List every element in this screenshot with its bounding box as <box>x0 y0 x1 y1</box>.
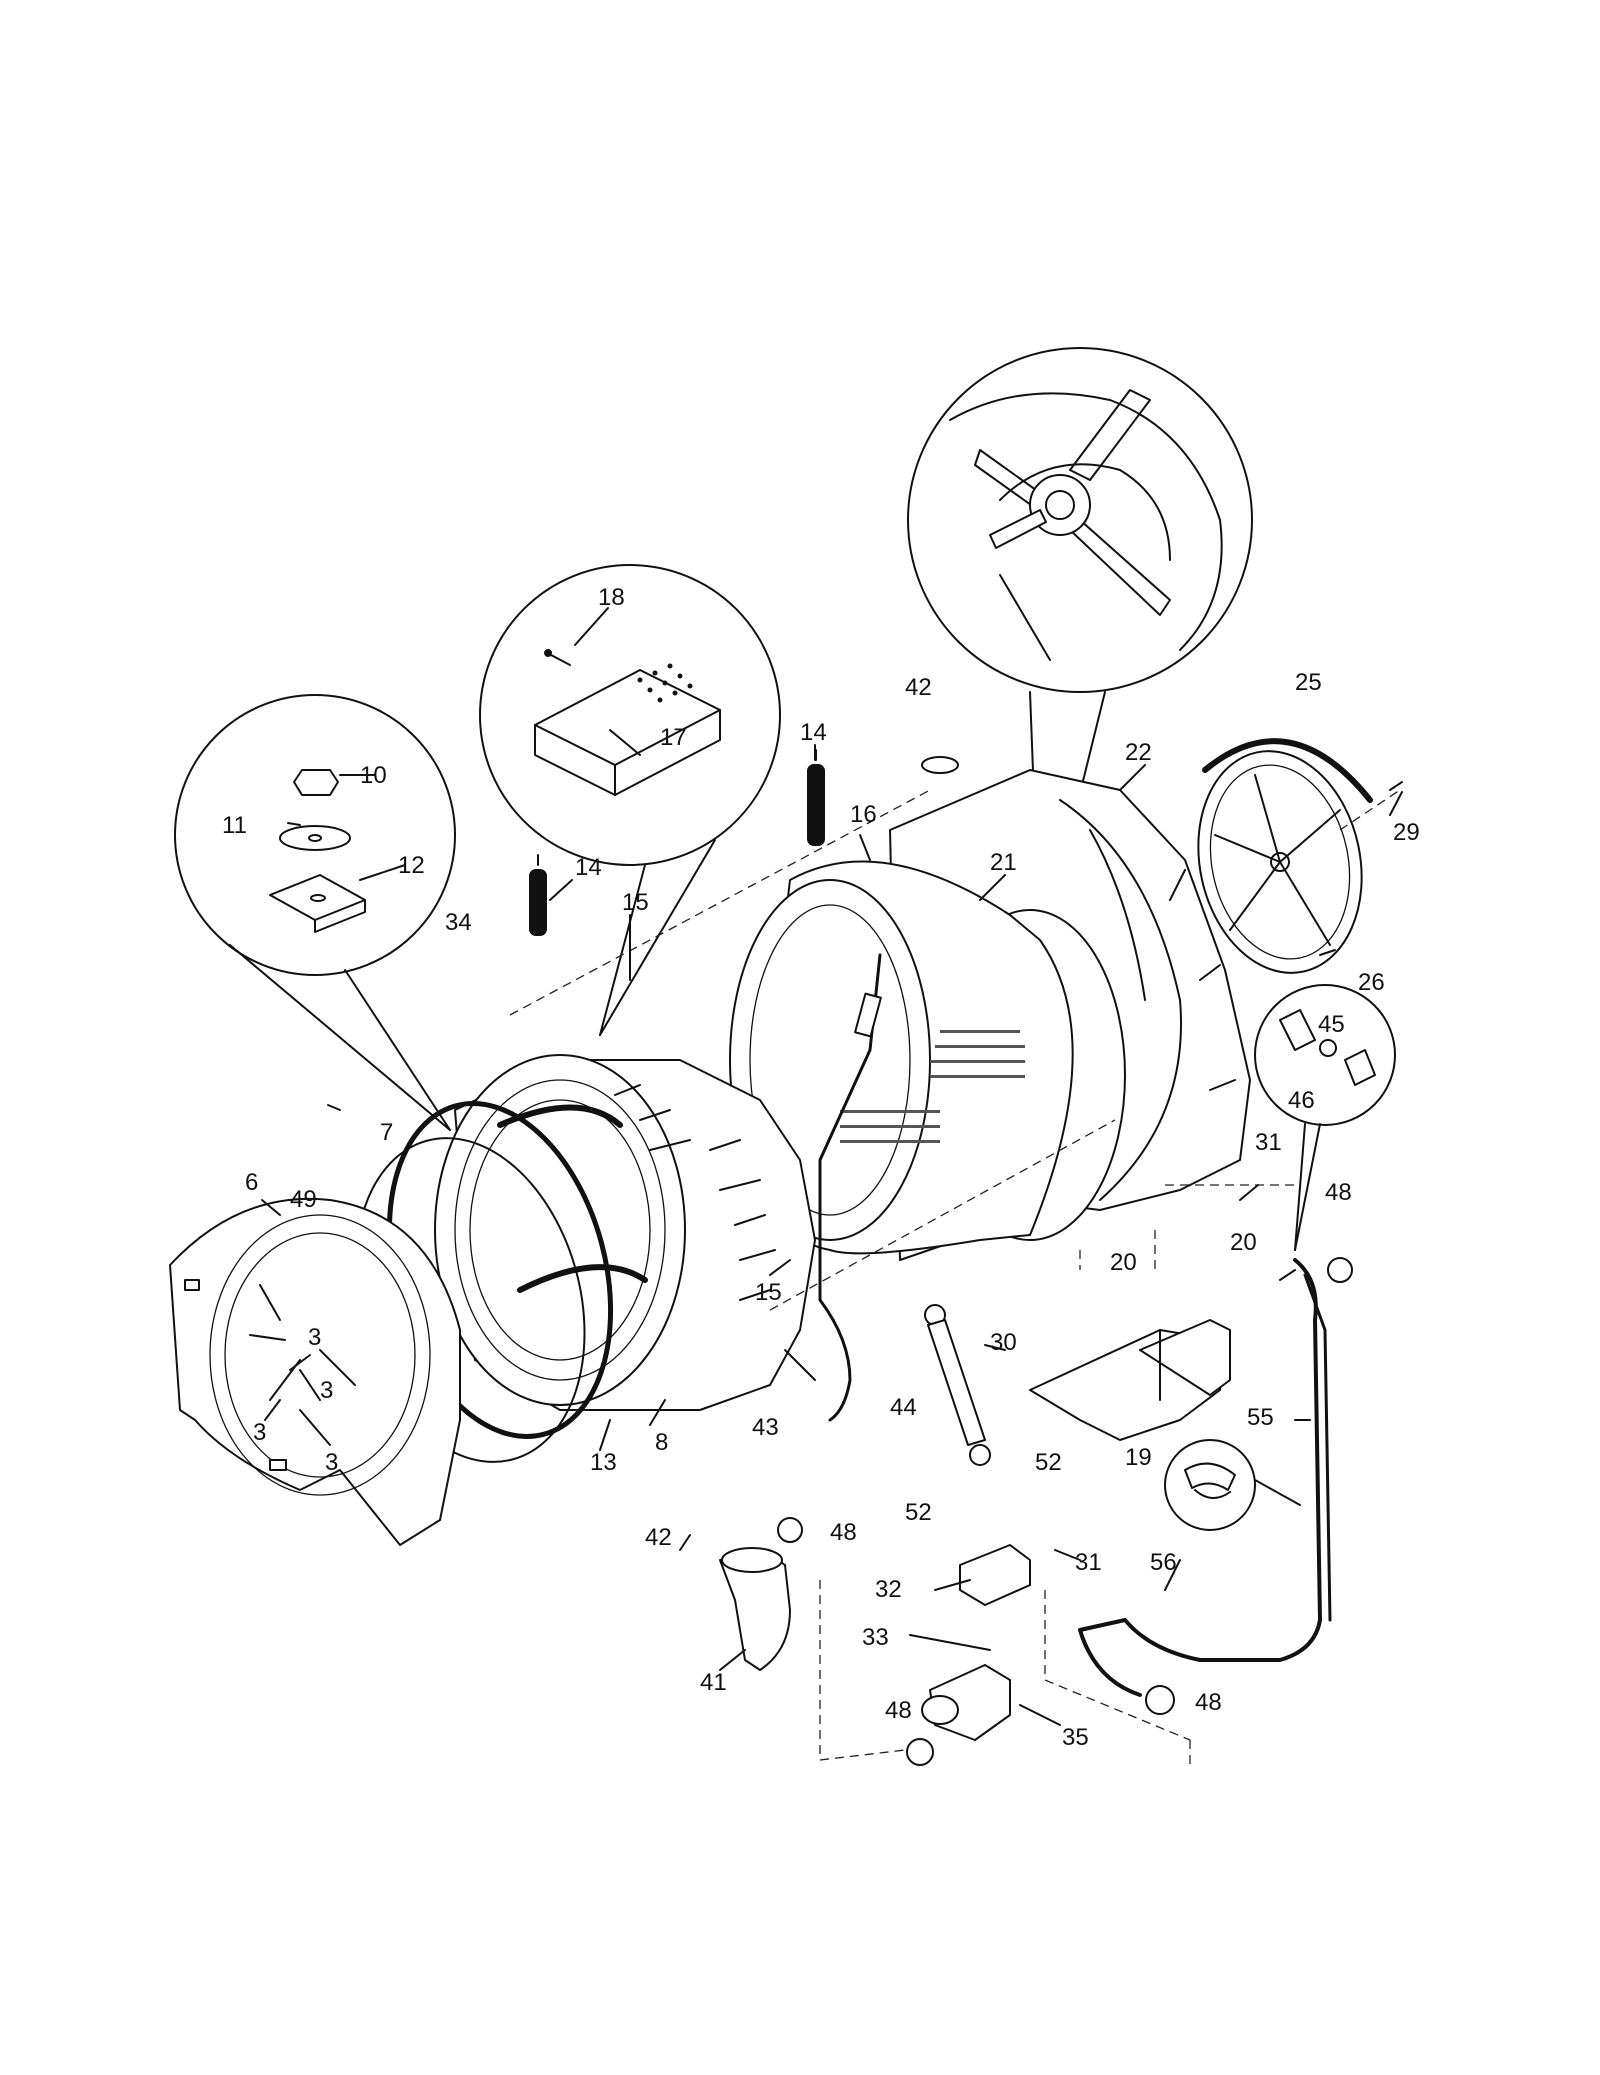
callout-29: 29 <box>1393 819 1420 846</box>
callout-31b: 31 <box>1075 1549 1102 1576</box>
detail-bubble-spider <box>907 347 1253 693</box>
callout-18: 18 <box>598 584 625 611</box>
callout-32: 32 <box>875 1576 902 1603</box>
callout-20a: 20 <box>1110 1249 1137 1276</box>
leader-hose-clamp-2 <box>1294 1123 1321 1251</box>
leader-bracket-b <box>599 839 716 1036</box>
pulley <box>1197 738 1403 974</box>
callout-14b: 14 <box>800 719 827 746</box>
shock-absorber <box>924 1304 991 1466</box>
callout-8: 8 <box>655 1429 668 1456</box>
callout-leaders <box>261 607 1403 1726</box>
detail-bubble-hose-clamp <box>1254 984 1396 1126</box>
callout-3b: 3 <box>320 1377 333 1404</box>
assembly-dashes <box>509 789 1401 1770</box>
callout-52a: 52 <box>1035 1449 1062 1476</box>
callout-25: 25 <box>1295 669 1322 696</box>
callout-55: 55 <box>1247 1404 1274 1431</box>
callout-52b: 52 <box>905 1499 932 1526</box>
callout-19: 19 <box>1125 1444 1152 1471</box>
callout-22: 22 <box>1125 739 1152 766</box>
callout-45: 45 <box>1318 1011 1345 1038</box>
callout-20b: 20 <box>1230 1229 1257 1256</box>
callout-15a: 15 <box>622 889 649 916</box>
pressure-sensor <box>854 992 882 1038</box>
leader-hose-clamp <box>1294 1123 1306 1251</box>
callout-3d: 3 <box>325 1449 338 1476</box>
callout-3c: 3 <box>253 1419 266 1446</box>
springs-14 <box>529 749 825 936</box>
pump <box>921 1664 1011 1741</box>
callout-43: 43 <box>752 1414 779 1441</box>
front-panel <box>169 1197 461 1546</box>
clip-ring-42-top <box>921 756 959 774</box>
leader-clip <box>1254 1479 1301 1506</box>
callout-6: 6 <box>245 1169 258 1196</box>
callout-11: 11 <box>222 812 247 839</box>
callout-42a: 42 <box>905 674 932 701</box>
callout-49: 49 <box>290 1186 317 1213</box>
detail-bubble-hardware <box>174 694 456 976</box>
leader-hardware-b <box>229 944 451 1131</box>
callout-26: 26 <box>1358 969 1385 996</box>
callout-12: 12 <box>398 852 425 879</box>
callout-31a: 31 <box>1255 1129 1282 1156</box>
callout-34: 34 <box>445 909 472 936</box>
callout-33: 33 <box>862 1624 889 1651</box>
detail-bubble-clip <box>1164 1439 1256 1531</box>
inner-drum <box>729 860 1126 1255</box>
callout-labels: 3 3 3 3 6 7 8 10 11 12 13 14 14 15 15 16… <box>222 584 1420 1751</box>
drain-hose <box>1078 1258 1332 1697</box>
callout-16: 16 <box>850 801 877 828</box>
callout-42b: 42 <box>645 1524 672 1551</box>
callout-48a: 48 <box>1325 1179 1352 1206</box>
callout-48b: 48 <box>830 1519 857 1546</box>
callout-44: 44 <box>890 1394 917 1421</box>
detail-bubble-bracket <box>479 564 781 866</box>
motor <box>1029 1319 1231 1441</box>
callout-14a: 14 <box>575 854 602 881</box>
callout-41: 41 <box>700 1669 727 1696</box>
callout-3a: 3 <box>308 1324 321 1351</box>
callout-46: 46 <box>1288 1087 1315 1114</box>
leader-bracket-a <box>599 864 646 1036</box>
callout-30: 30 <box>990 1329 1017 1356</box>
leader-hardware-a <box>344 969 451 1131</box>
callout-7: 7 <box>380 1119 393 1146</box>
drain-sump <box>719 1547 791 1671</box>
callout-21: 21 <box>990 849 1017 876</box>
hose-clamps <box>777 1257 1353 1766</box>
callout-10: 10 <box>360 762 387 789</box>
callout-48d: 48 <box>885 1697 912 1724</box>
wire-harness <box>818 953 882 1422</box>
callout-15b: 15 <box>755 1279 782 1306</box>
callout-17: 17 <box>660 724 687 751</box>
callout-13: 13 <box>590 1449 617 1476</box>
callout-35: 35 <box>1062 1724 1089 1751</box>
callout-56: 56 <box>1150 1549 1177 1576</box>
callout-48c: 48 <box>1195 1689 1222 1716</box>
mount-bracket <box>959 1544 1031 1606</box>
